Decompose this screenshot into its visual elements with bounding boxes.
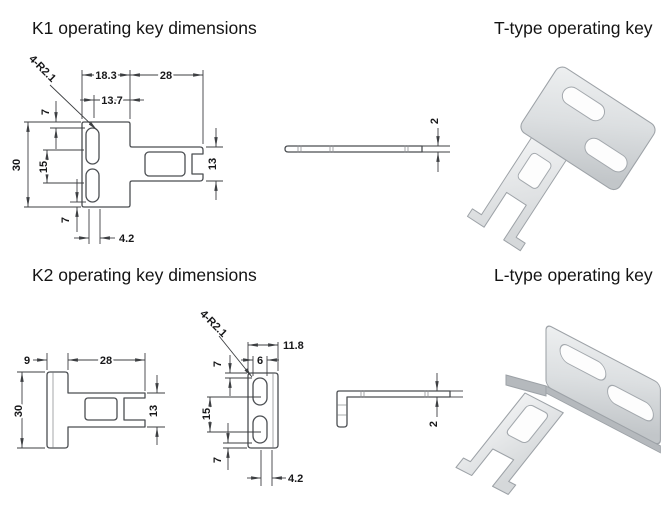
- k1-dim-inner-width: 13.7: [101, 95, 122, 107]
- k2-dim-radius: 4-R2.1: [197, 308, 229, 340]
- k2-side-dimension-lines: [435, 373, 463, 417]
- k2-dim-top-offset: 7: [212, 361, 224, 367]
- k1-dim-blade-height: 13: [207, 158, 219, 170]
- k2-dim-overall-height: 30: [13, 405, 25, 417]
- t-type-key-slot-1: [561, 86, 606, 122]
- k1-side-outline: [284, 145, 423, 153]
- k2-dim-blade-length: 28: [100, 355, 112, 367]
- k2-left-view-drawing: 9 28 30 13: [11, 353, 165, 449]
- k2-slot-bottom: [252, 415, 268, 444]
- k1-slot-top: [85, 127, 100, 165]
- k2-dim-bottom-offset: 7: [212, 457, 224, 463]
- k2-dim-plate-width: 11.8: [283, 340, 304, 352]
- t-type-key-stem-hole: [517, 152, 552, 189]
- k1-slot-bottom: [85, 168, 100, 203]
- l-type-key-stem-hole: [506, 404, 549, 444]
- k2-section-title: K2 operating key dimensions: [32, 265, 257, 285]
- k2-front-dimension-lines: [207, 335, 286, 486]
- k1-key-outline: [81, 121, 204, 208]
- k1-dim-plate-width: 18.3: [95, 70, 116, 82]
- l-type-key-slot-2: [607, 384, 654, 422]
- l-type-key-slot-1: [559, 343, 607, 381]
- l-type-key-photo: [455, 325, 661, 495]
- k1-dimension-lines: [24, 70, 223, 244]
- l-type-key-flange-face: [545, 325, 661, 445]
- k1-dim-blade-length: 28: [160, 70, 172, 82]
- k2-left-dimension-lines: [17, 353, 165, 449]
- k2-dim-flange-width: 9: [24, 355, 30, 367]
- k1-dim-slot-edge-offset: 4.2: [119, 233, 134, 245]
- k2-slot-top: [252, 377, 268, 406]
- k1-dim-overall-height: 30: [11, 159, 23, 171]
- k1-blade-hole: [144, 151, 186, 177]
- k2-dim-slot-edge-offset: 4.2: [288, 473, 303, 485]
- k2-side-outline: [336, 390, 451, 428]
- l-type-key-body: [455, 325, 661, 495]
- k1-dim-slot-pitch: 15: [38, 161, 50, 173]
- k2-dim-thickness: 2: [428, 421, 440, 427]
- t-type-key-slot-2: [584, 137, 628, 173]
- t-type-section-title: T-type operating key: [494, 18, 653, 38]
- k2-front-view-drawing: 4-R2.1 11.8 6 7 15 7 4.2: [197, 308, 305, 487]
- l-type-key-flange: [545, 325, 661, 454]
- k1-section-title: K1 operating key dimensions: [32, 18, 257, 38]
- k2-dim-blade-height: 13: [148, 405, 160, 417]
- k2-dim-slot-width: 6: [257, 355, 263, 367]
- k1-dim-bottom-offset: 7: [60, 217, 72, 223]
- l-type-key-lip: [505, 374, 547, 397]
- k2-dim-slot-pitch: 15: [201, 408, 213, 420]
- k1-dim-radius: 4-R2.1: [26, 55, 58, 85]
- k2-front-outline: [247, 372, 279, 449]
- k1-dim-top-offset: 7: [40, 109, 52, 115]
- l-type-section-title: L-type operating key: [494, 265, 653, 285]
- k1-side-view-drawing: 2: [284, 118, 450, 172]
- k2-left-outline: [46, 371, 146, 449]
- k1-dim-thickness: 2: [429, 118, 441, 124]
- l-type-key-stem: [455, 392, 564, 495]
- k2-blade-hole: [84, 397, 118, 421]
- k2-side-view-drawing: 2: [336, 373, 463, 428]
- k1-front-view-drawing: 4-R2.1 18.3 28 13.7 7 30 15 7 4.2 13: [10, 55, 223, 245]
- t-type-key-body: [466, 66, 656, 252]
- t-type-key-photo: [466, 66, 656, 252]
- k1-side-dimension-lines: [422, 128, 450, 172]
